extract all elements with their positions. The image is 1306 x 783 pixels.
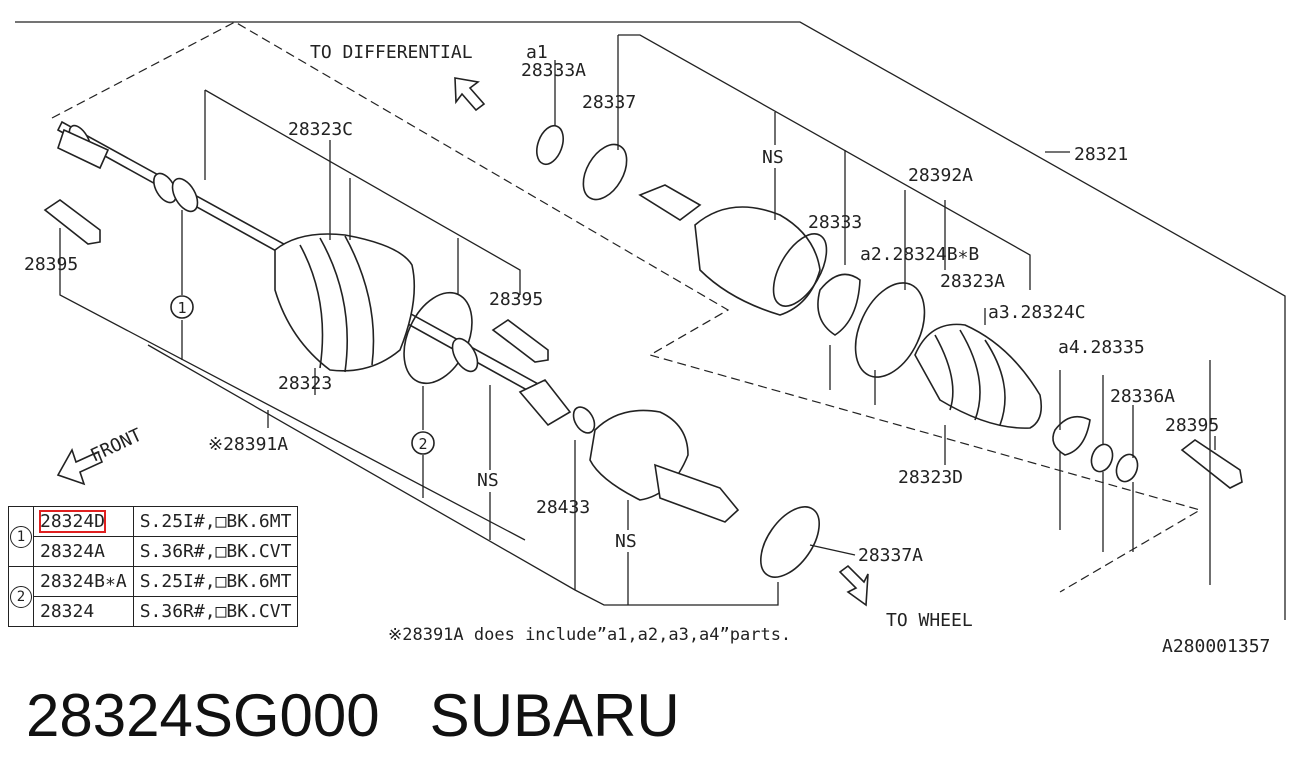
group-1-marker [170, 295, 194, 319]
label-28333: 28333 [808, 212, 862, 233]
label-to-differential: TO DIFFERENTIAL [310, 42, 473, 63]
table-row: 1 28324D S.25I#,□BK.6MT [8, 506, 299, 567]
circlip-28333a [536, 124, 564, 166]
assembly-boundary-left [51, 21, 1202, 593]
label-28391a: ※28391A [208, 434, 288, 455]
spec-cell: S.36R#,□BK.CVT [132, 536, 299, 567]
outer-cv-joint-28323d [589, 409, 740, 523]
label-a3: a3.28324C [988, 302, 1086, 323]
front-arrow-icon [56, 448, 104, 486]
band-a4 [1090, 443, 1114, 473]
label-28395-right: 28395 [1165, 415, 1219, 436]
ring-28337a [760, 506, 820, 578]
caption-part-number: 28324SG000 [26, 682, 380, 749]
label-28395-mid: 28395 [489, 289, 543, 310]
ring-28336a [1115, 453, 1139, 483]
ring-28337 [582, 143, 628, 201]
label-ns-1: NS [762, 147, 784, 168]
spec-cell: S.25I#,□BK.6MT [132, 506, 299, 537]
parts-table: 1 28324D S.25I#,□BK.6MT 28324A S.36R#,□B… [8, 506, 299, 627]
collar [451, 337, 479, 373]
label-28395-left: 28395 [24, 254, 78, 275]
label-ns-2: NS [477, 470, 499, 491]
boot-28323a [914, 323, 1043, 429]
spline-stub [518, 379, 596, 434]
label-28392a: 28392A [908, 165, 973, 186]
part-cell[interactable]: 28324B∗A [33, 566, 134, 597]
label-28433: 28433 [536, 497, 590, 518]
group-2-marker-label: 2 [418, 435, 427, 453]
label-to-wheel: TO WHEEL [886, 610, 973, 631]
label-28323c: 28323C [288, 119, 353, 140]
note-28391a: ※28391A does include”a1,a2,a3,a4”parts. [388, 625, 791, 645]
band-28333 [817, 273, 861, 336]
cap-28395-left [43, 199, 101, 245]
diagram-code: A280001357 [1162, 636, 1270, 657]
part-number-highlighted[interactable]: 28324D [38, 510, 107, 533]
table-row: 28324A S.36R#,□BK.CVT [9, 536, 299, 567]
label-front: FRONT [87, 425, 145, 467]
label-28323d: 28323D [898, 467, 963, 488]
band-a2 [854, 282, 926, 378]
group-cell-2: 2 [8, 566, 34, 627]
label-28337a: 28337A [858, 545, 923, 566]
tripod-housing-28392a [638, 184, 828, 316]
label-28321: 28321 [1074, 144, 1128, 165]
caption-brand: SUBARU [429, 682, 680, 749]
boot-28323 [274, 233, 416, 373]
group-number-2: 2 [10, 586, 32, 608]
diagram-frame-top [15, 21, 1286, 620]
spec-cell: S.36R#,□BK.CVT [132, 596, 299, 627]
group-number-1: 1 [10, 526, 32, 548]
group-1-marker-label: 1 [177, 299, 186, 317]
to-differential-arrow-icon [454, 77, 486, 112]
label-28336a: 28336A [1110, 386, 1175, 407]
leader-lines [59, 34, 1216, 606]
clamp-a3 [1052, 415, 1091, 456]
label-a1-top: a1 [526, 42, 548, 63]
label-28323: 28323 [278, 373, 332, 394]
label-28323a: 28323A [940, 271, 1005, 292]
group-2-marker [411, 431, 435, 455]
part-cell[interactable]: 28324D [33, 506, 134, 537]
to-wheel-arrow-icon [838, 564, 869, 607]
label-a2: a2.28324B∗B [860, 244, 979, 265]
table-row: 28324 S.36R#,□BK.CVT [9, 596, 299, 627]
cap-28395-mid [491, 319, 549, 363]
cap-28395-right [1180, 439, 1243, 489]
label-ns-3: NS [615, 531, 637, 552]
label-28333a: 28333A [521, 60, 586, 81]
table-row: 2 28324B∗A S.25I#,□BK.6MT [8, 566, 299, 627]
part-cell[interactable]: 28324 [33, 596, 134, 627]
label-a4: a4.28335 [1058, 337, 1145, 358]
caption: 28324SG000 SUBARU [26, 686, 680, 746]
label-28337: 28337 [582, 92, 636, 113]
part-cell[interactable]: 28324A [33, 536, 134, 567]
spec-cell: S.25I#,□BK.6MT [132, 566, 299, 597]
group-cell-1: 1 [8, 506, 34, 567]
